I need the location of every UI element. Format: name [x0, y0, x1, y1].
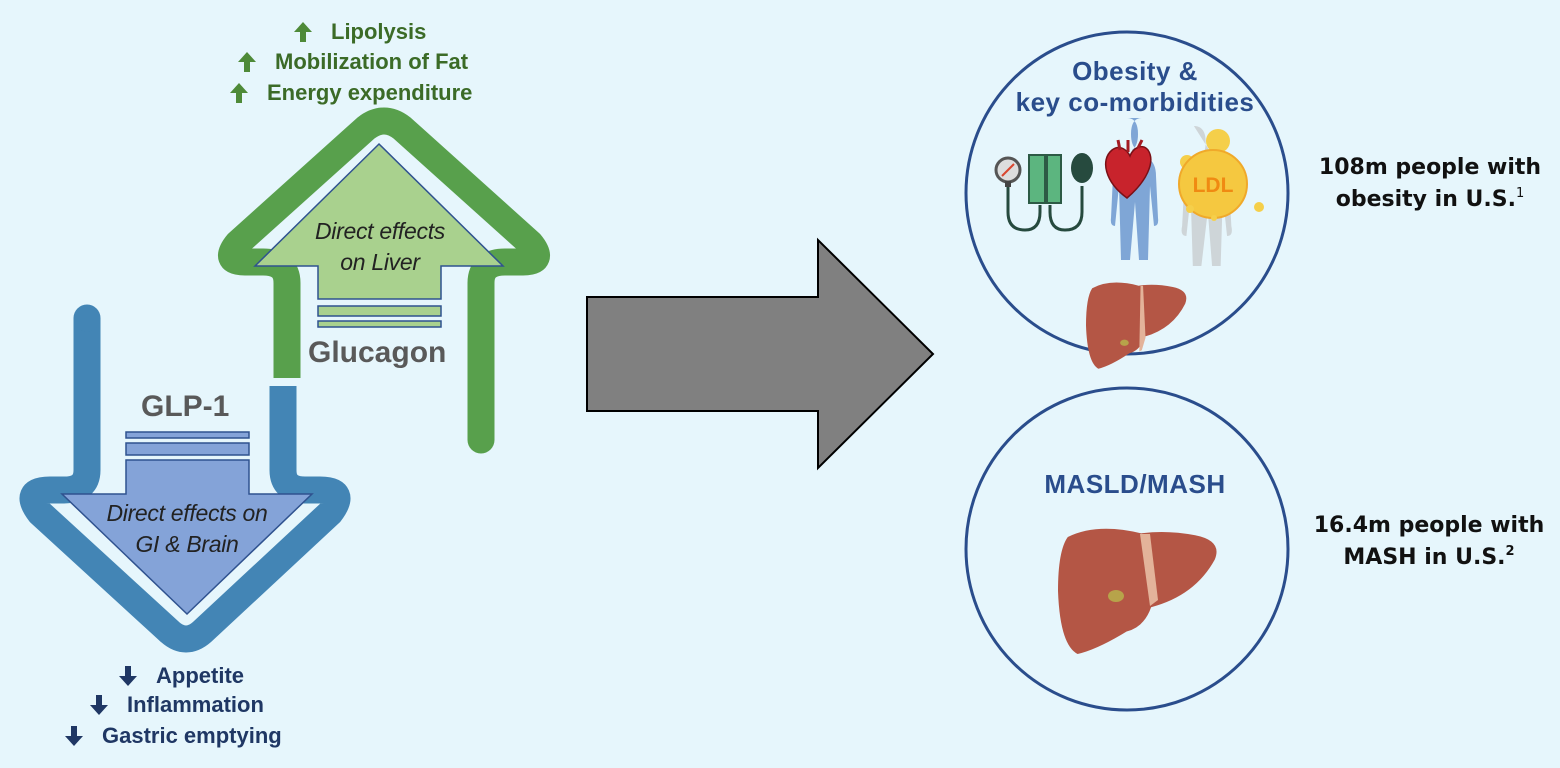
arrow-up-icon: [294, 22, 312, 42]
effect-label: Appetite: [156, 663, 244, 688]
ldl-label: LDL: [1193, 174, 1234, 197]
stat-line: MASH in U.S.2: [1298, 542, 1560, 574]
arrow-down-icon: [65, 726, 83, 746]
inner-text-line: on Liver: [340, 249, 420, 275]
outcome-title-masld: MASLD/MASH: [985, 469, 1285, 500]
effect-item: Energy expenditure: [229, 80, 472, 106]
stat-line: 16.4m people with: [1313, 513, 1545, 538]
inner-text-line: Direct effects: [314, 218, 445, 244]
glp1-down-arrow: [19, 304, 351, 653]
arrow-up-icon: [238, 52, 256, 72]
glucagon-stripe: [317, 305, 442, 317]
liver-icon: [1086, 282, 1187, 369]
effect-item: Gastric emptying: [64, 723, 282, 749]
ldl-cholesterol-icon: LDL: [1178, 129, 1264, 221]
blood-pressure-monitor-icon: [994, 153, 1093, 232]
glp1-stripe: [125, 431, 250, 439]
heart-icon: [1104, 139, 1152, 199]
arrow-down-icon: [119, 666, 137, 686]
glucagon-stripe: [317, 320, 442, 328]
stat-line: 108m people with: [1318, 155, 1542, 180]
effect-label: Gastric emptying: [102, 723, 282, 748]
title-line: key co-morbidities: [1015, 87, 1255, 117]
effect-label: Energy expenditure: [267, 80, 473, 105]
obesity-stat: 108m people with obesity in U.S.1: [1300, 152, 1560, 216]
glucagon-inner-arrow: [253, 142, 505, 300]
glp1-label: GLP-1: [141, 390, 230, 423]
arrow-down-icon: [90, 695, 108, 715]
liver-icon: [1058, 528, 1217, 654]
glp1-inner-text: Direct effects on GI & Brain: [82, 498, 292, 560]
effect-label: Mobilization of Fat: [275, 49, 469, 74]
glucagon-label: Glucagon: [308, 336, 447, 369]
stat-text: obesity in U.S.: [1335, 187, 1516, 212]
stat-text: MASH in U.S.: [1343, 545, 1506, 570]
stat-line: obesity in U.S.1: [1300, 184, 1560, 216]
effect-item: Appetite: [118, 663, 244, 689]
effect-item: Lipolysis: [293, 19, 426, 45]
right-arrow-icon: [586, 237, 935, 471]
outcome-title-obesity: Obesity & key co-morbidities: [985, 56, 1285, 118]
inner-text-line: GI & Brain: [135, 531, 239, 557]
effect-item: Mobilization of Fat: [237, 49, 468, 75]
glp1-inner-arrow: [60, 459, 314, 616]
glucagon-inner-text: Direct effects on Liver: [290, 216, 470, 278]
inner-text-line: Direct effects on: [106, 500, 268, 526]
title-line: MASLD/MASH: [1044, 469, 1226, 499]
outcome-circle-masld: [964, 386, 1290, 712]
title-line: Obesity &: [1072, 56, 1198, 86]
effect-label: Inflammation: [127, 692, 264, 717]
glucagon-up-arrow: [218, 107, 550, 454]
glp1-stripe: [125, 442, 250, 456]
arrow-up-icon: [230, 83, 248, 103]
effect-item: Inflammation: [89, 692, 264, 718]
footnote-marker: 2: [1505, 544, 1515, 559]
effect-label: Lipolysis: [331, 19, 427, 44]
mash-stat: 16.4m people with MASH in U.S.2: [1298, 510, 1560, 574]
footnote-marker: 1: [1515, 186, 1525, 201]
